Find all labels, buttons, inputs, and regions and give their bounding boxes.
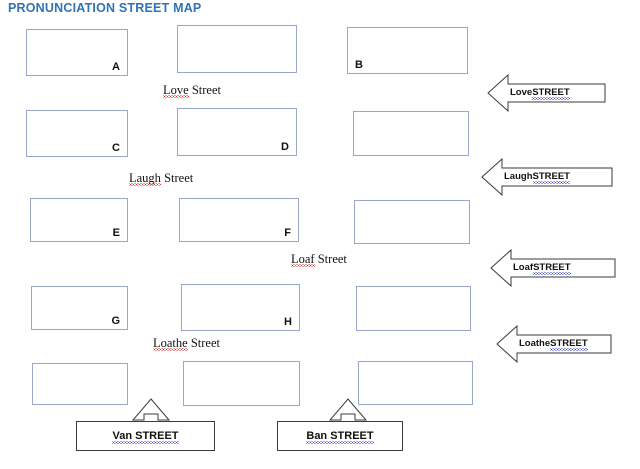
arrow-suffix: STREET <box>532 171 571 184</box>
map-block-r3c3[interactable] <box>354 200 470 244</box>
block-letter: B <box>355 59 363 71</box>
up-arrow-icon <box>131 398 171 421</box>
street-label-word: Love <box>163 83 189 98</box>
street-label-love: Love Street <box>163 83 221 98</box>
block-letter: G <box>111 315 120 327</box>
block-letter: C <box>112 142 120 154</box>
street-label-word: Loathe <box>153 336 188 351</box>
arrow-callout-text: Love STREET <box>510 87 571 100</box>
street-label-loaf: Loaf Street <box>291 252 347 267</box>
up-arrow-icon-van <box>131 398 171 422</box>
street-label-laugh: Laugh Street <box>129 171 194 186</box>
block-letter: E <box>112 227 120 239</box>
street-callout-suffix: STREET <box>327 430 374 442</box>
block-letter: D <box>281 141 289 153</box>
street-callout-text: Ban STREET <box>306 430 374 444</box>
arrow-word: Love <box>510 87 533 98</box>
map-block-r4c3[interactable] <box>356 286 471 331</box>
street-label-word: Laugh <box>129 171 161 186</box>
map-block-r5c3[interactable] <box>358 361 473 405</box>
up-arrow-icon-ban <box>328 398 368 422</box>
street-callout-van[interactable]: Van STREET <box>76 421 215 451</box>
arrow-word: Laugh <box>504 171 533 182</box>
arrow-callout-laugh[interactable]: Laugh STREET <box>480 157 614 197</box>
arrow-callout-text: Loathe STREET <box>519 338 589 351</box>
arrow-callout-text: Laugh STREET <box>504 171 571 184</box>
street-label-word: Loaf <box>291 252 315 267</box>
map-block-r1c2[interactable] <box>177 25 297 73</box>
street-callout-ban[interactable]: Ban STREET <box>277 421 403 451</box>
map-block-d[interactable]: D <box>177 108 297 156</box>
arrow-word: Loathe <box>519 338 551 349</box>
block-letter: F <box>284 227 291 239</box>
page-title: PRONUNCIATION STREET MAP <box>8 1 202 15</box>
street-callout-label: Ban STREET <box>306 430 374 444</box>
block-letter: A <box>112 61 120 73</box>
left-arrow-icon <box>496 324 612 364</box>
street-label-loathe: Loathe Street <box>153 336 221 351</box>
street-callout-word: Van <box>112 430 133 442</box>
arrow-callout-text: Loaf STREET <box>513 262 572 275</box>
map-block-e[interactable]: E <box>30 198 128 242</box>
street-callout-word: Ban <box>306 430 328 442</box>
street-label-suffix: Street <box>160 171 194 185</box>
block-letter: H <box>284 316 292 328</box>
arrow-callout-love[interactable]: Love STREET <box>486 73 606 113</box>
arrow-callout-loathe[interactable]: Loathe STREET <box>495 324 613 364</box>
up-arrow-icon <box>328 398 368 421</box>
map-block-c[interactable]: C <box>26 110 128 157</box>
street-label-suffix: Street <box>188 83 221 97</box>
street-label-suffix: Street <box>314 252 347 266</box>
arrow-word: Loaf <box>513 262 534 273</box>
map-block-h[interactable]: H <box>181 284 300 331</box>
map-block-g[interactable]: G <box>31 286 128 330</box>
map-block-f[interactable]: F <box>179 198 299 242</box>
arrow-suffix: STREET <box>533 262 572 275</box>
arrow-suffix: STREET <box>550 338 589 351</box>
map-block-r5c2[interactable] <box>183 361 300 406</box>
arrow-suffix: STREET <box>532 87 571 100</box>
arrow-callout-loaf[interactable]: Loaf STREET <box>489 248 617 288</box>
map-block-b[interactable]: B <box>347 27 468 74</box>
street-callout-label: Van STREET <box>112 430 179 444</box>
left-arrow-icon <box>487 73 606 113</box>
left-arrow-icon <box>481 157 613 197</box>
street-callout-suffix: STREET <box>132 430 179 442</box>
map-block-r2c3[interactable] <box>353 111 469 156</box>
map-block-r5c1[interactable] <box>32 363 128 405</box>
map-block-a[interactable]: A <box>26 29 128 76</box>
street-callout-text: Van STREET <box>112 430 179 444</box>
street-label-suffix: Street <box>187 336 221 350</box>
left-arrow-icon <box>490 248 616 288</box>
